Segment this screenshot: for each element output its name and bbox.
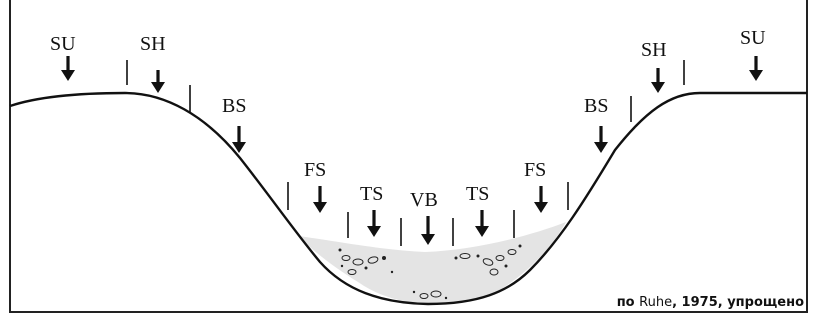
slope-profile-line xyxy=(9,91,807,306)
segment-label: VB xyxy=(410,189,438,211)
sediment-pebbles xyxy=(338,244,522,300)
segment-label: TS xyxy=(360,183,383,205)
segment-right-sh: SH xyxy=(641,39,667,93)
segment-center-vb: VB xyxy=(410,189,438,245)
credit-author: Ruhe xyxy=(639,295,672,310)
segment-right-ts: TS xyxy=(466,183,489,237)
segment-boundaries xyxy=(126,60,685,246)
segment-label: FS xyxy=(524,159,546,181)
segment-label: TS xyxy=(466,183,489,205)
segment-label: SH xyxy=(641,39,667,61)
segment-left-su: SU xyxy=(50,33,76,81)
segment-label: SH xyxy=(140,33,166,55)
segment-label: SU xyxy=(50,33,76,55)
segment-left-bs: BS xyxy=(222,95,246,153)
segment-left-fs: FS xyxy=(304,159,327,213)
segment-left-ts: TS xyxy=(360,183,383,237)
segment-label: BS xyxy=(584,95,608,117)
segment-right-fs: FS xyxy=(524,159,548,213)
segment-right-bs: BS xyxy=(584,95,608,153)
segment-right-su: SU xyxy=(740,27,766,81)
source-credit: по Ruhe, 1975, упрощено xyxy=(617,295,804,310)
segment-label: FS xyxy=(304,159,326,181)
segment-label: SU xyxy=(740,27,766,49)
segment-left-sh: SH xyxy=(140,33,166,93)
valley-fill-deposits xyxy=(298,222,566,304)
credit-prefix: по xyxy=(617,295,639,310)
credit-suffix: , 1975, упрощено xyxy=(672,295,804,310)
figure-frame xyxy=(9,0,808,313)
segment-label: BS xyxy=(222,95,246,117)
